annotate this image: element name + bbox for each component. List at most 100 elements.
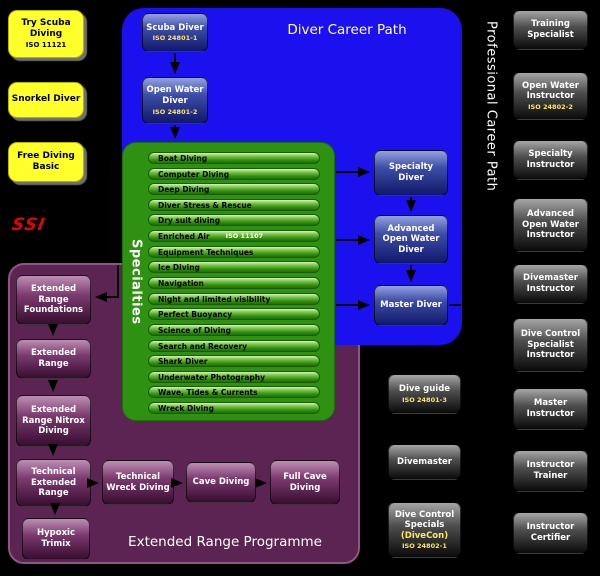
specialty-label: Shark Diver <box>158 356 208 366</box>
box-label: Advanced Open Water Instructor <box>522 209 579 241</box>
box-label: Technical Extended Range <box>30 467 77 499</box>
box-label: Try Scuba Diving <box>21 17 71 40</box>
box-label: Divemaster Instructor <box>523 273 578 294</box>
box-label: Extended Range <box>30 348 77 369</box>
iso-label: ISO 24801-2 <box>152 107 198 116</box>
box-label: Divemaster <box>397 456 452 467</box>
specialty-label: Wreck Diving <box>158 403 214 413</box>
specialty-item-deep-diving: Deep Diving <box>148 183 320 195</box>
specialty-item-navigation: Navigation <box>148 277 320 289</box>
specialty-label: Underwater Photography <box>158 372 266 382</box>
specialty-label: Boat Diving <box>158 153 208 163</box>
specialty-label: Navigation <box>158 278 204 288</box>
box-label: Instructor Certifier <box>526 522 575 543</box>
box-label: Technical Wreck Diving <box>106 471 170 493</box>
box-label: Scuba Diver <box>146 22 204 33</box>
specialty-item-enriched-air: Enriched Air ISO 11107 <box>148 230 320 242</box>
specialty-label: Deep Diving <box>158 184 210 194</box>
box-label: Specialty Instructor <box>526 149 575 170</box>
iso-label: ISO 11107 <box>225 232 264 240</box>
specialty-item-wave-tides-currents: Wave, Tides & Currents <box>148 386 320 398</box>
box-hypoxic-trimix: Hypoxic Trimix <box>22 518 90 560</box>
box-extended-range-nitrox-diving: Extended Range Nitrox Diving <box>16 395 91 447</box>
box-label: Full Cave Diving <box>283 471 327 493</box>
box-master-instructor: Master Instructor <box>513 388 588 430</box>
box-divemaster: Divemaster <box>388 444 461 480</box>
box-advanced-open-water-diver: Advanced Open Water Diver <box>374 215 448 264</box>
iso-label: ISO 24802-2 <box>528 103 573 112</box>
specialty-item-computer-diving: Computer Diving <box>148 168 320 180</box>
box-label: Dive Control Specialist Instructor <box>520 329 581 361</box>
box-full-cave-diving: Full Cave Diving <box>270 460 340 505</box>
specialty-label: Diver Stress & Rescue <box>158 200 252 210</box>
specialty-item-ice-diving: Ice Diving <box>148 261 320 273</box>
specialty-item-night-limited-visibility: Night and limited visibility <box>148 293 320 305</box>
specialty-label: Search and Recovery <box>158 341 248 351</box>
box-dive-control-specialist-instructor: Dive Control Specialist Instructor <box>513 318 588 372</box>
box-label: Master Diver <box>380 300 442 311</box>
box-label: Cave Diving <box>192 477 250 488</box>
box-snorkel-diver: Snorkel Diver <box>8 82 84 118</box>
box-instructor-certifier: Instructor Certifier <box>513 512 588 554</box>
box-label: Master Instructor <box>526 398 575 419</box>
specialty-item-boat-diving: Boat Diving <box>148 152 320 164</box>
specialty-item-diver-stress-rescue: Diver Stress & Rescue <box>148 199 320 211</box>
specialty-item-perfect-buoyancy: Perfect Buoyancy <box>148 308 320 320</box>
specialty-item-underwater-photography: Underwater Photography <box>148 371 320 383</box>
iso-label: ISO 24801-3 <box>402 395 447 404</box>
box-label: Snorkel Diver <box>11 94 81 105</box>
box-extended-range-foundations: Extended Range Foundations <box>16 275 91 325</box>
specialty-item-science-of-diving: Science of Diving <box>148 324 320 336</box>
ssi-logo: SSI <box>10 215 47 235</box>
box-dive-guide: Dive guide ISO 24801-3 <box>388 374 461 414</box>
box-open-water-instructor: Open Water Instructor ISO 24802-2 <box>513 72 588 120</box>
box-cave-diving: Cave Diving <box>186 462 256 503</box>
box-open-water-diver: Open Water Diver ISO 24801-2 <box>142 77 208 124</box>
box-dive-control-specialist: Dive Control Specials (DiveCon) ISO 2480… <box>388 502 461 558</box>
box-label: Dive guide <box>398 384 451 395</box>
diver-career-path-title: Diver Career Path <box>287 22 407 38</box>
extended-range-programme-title: Extended Range Programme <box>128 534 322 550</box>
specialty-label: Night and limited visibility <box>158 294 271 304</box>
box-divemaster-instructor: Divemaster Instructor <box>513 264 588 304</box>
box-specialty-diver: Specialty Diver <box>374 150 448 196</box>
box-training-specialist: Training Specialist <box>513 10 588 50</box>
specialty-item-equipment-techniques: Equipment Techniques <box>148 246 320 258</box>
box-label: Advanced Open Water Diver <box>382 223 440 255</box>
iso-label: ISO 24802-1 <box>402 542 447 551</box>
specialty-label: Science of Diving <box>158 325 231 335</box>
box-advanced-open-water-instructor: Advanced Open Water Instructor <box>513 198 588 252</box>
specialty-label: Perfect Buoyancy <box>158 309 233 319</box>
specialty-label: Computer Diving <box>158 169 230 179</box>
box-label: Training Specialist <box>527 19 574 40</box>
iso-label: ISO 24801-1 <box>152 34 198 43</box>
iso-label: ISO 11121 <box>25 41 67 50</box>
box-label: Hypoxic Trimix <box>36 528 75 549</box>
box-label: Extended Range Nitrox Diving <box>22 405 85 437</box>
box-scuba-diver: Scuba Diver ISO 24801-1 <box>142 13 208 52</box>
box-technical-wreck-diving: Technical Wreck Diving <box>102 460 174 505</box>
specialties-label: Specialties <box>128 238 144 325</box>
box-label: Specialty Diver <box>388 162 434 183</box>
box-sublabel: (DiveCon) <box>400 530 449 541</box>
specialty-item-shark-diver: Shark Diver <box>148 355 320 367</box>
box-label: Open Water Diver <box>146 85 204 106</box>
box-label: Extended Range Foundations <box>23 284 84 316</box>
specialty-item-wreck-diving: Wreck Diving <box>148 402 320 414</box>
box-try-scuba-diving: Try Scuba Diving ISO 11121 <box>8 10 84 58</box>
box-label: Open Water Instructor <box>522 80 579 102</box>
box-specialty-instructor: Specialty Instructor <box>513 140 588 180</box>
box-label: Free Diving Basic <box>17 150 75 172</box>
specialty-item-dry-suit-diving: Dry suit diving <box>148 214 320 226</box>
specialty-label: Ice Diving <box>158 262 200 272</box>
specialty-item-search-and-recovery: Search and Recovery <box>148 340 320 352</box>
box-extended-range: Extended Range <box>16 339 91 379</box>
specialty-label: Dry suit diving <box>158 215 221 225</box>
specialty-label: Wave, Tides & Currents <box>158 387 258 397</box>
box-instructor-trainer: Instructor Trainer <box>513 450 588 492</box>
box-master-diver: Master Diver <box>374 285 448 326</box>
box-technical-extended-range: Technical Extended Range <box>16 459 91 507</box>
box-label: Dive Control Specials <box>394 509 455 531</box>
professional-career-path-label: Professional Career Path <box>483 20 499 192</box>
